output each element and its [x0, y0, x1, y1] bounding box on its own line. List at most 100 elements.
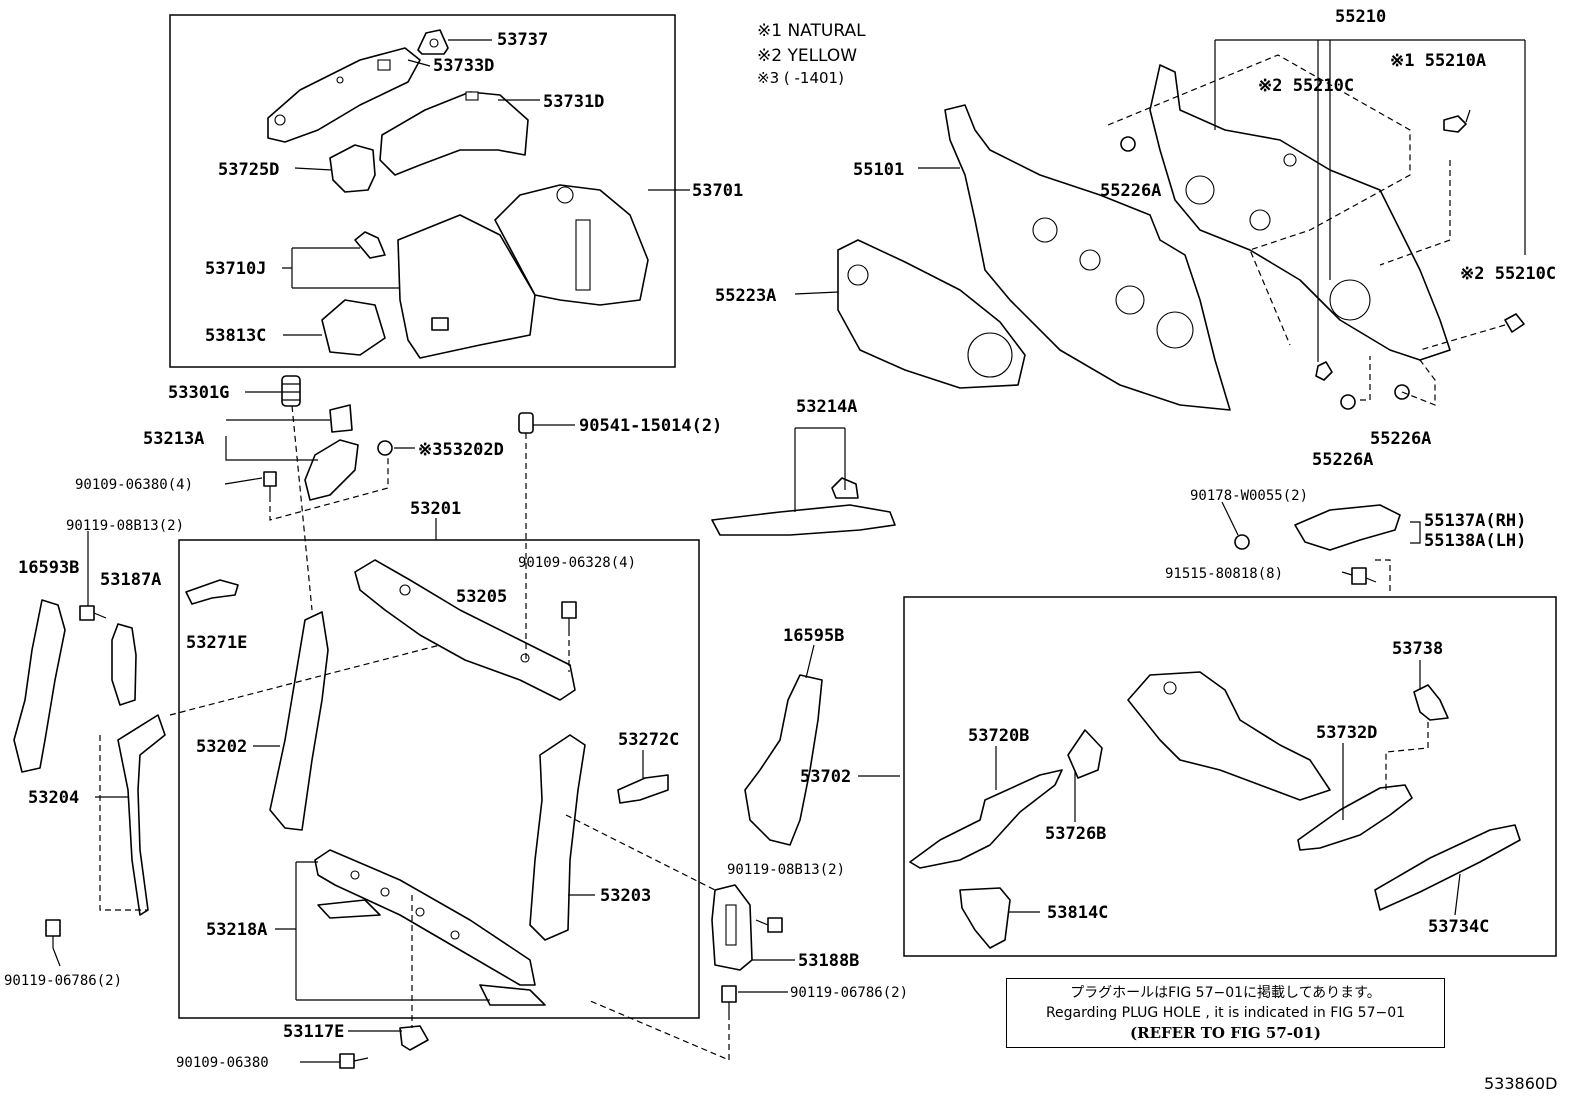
- part-53738: [1413, 684, 1449, 721]
- label-53731D: 53731D: [543, 92, 604, 112]
- part-53202: [269, 611, 329, 831]
- part-55223A: [837, 239, 1026, 389]
- label-55210: 55210: [1335, 7, 1386, 27]
- clip-55226A-bottom: [1340, 394, 1356, 410]
- label-53187A: 53187A: [100, 570, 161, 590]
- label-55226A-top: 55226A: [1100, 181, 1161, 201]
- label-53204: 53204: [28, 788, 79, 808]
- part-53214A: [711, 477, 896, 536]
- label-53734C: 53734C: [1428, 917, 1489, 937]
- part-53725D: [329, 144, 376, 193]
- note-english: Regarding PLUG HOLE , it is indicated in…: [1045, 1005, 1406, 1021]
- part-53732D: [1297, 784, 1413, 851]
- legend-natural: ※1 NATURAL: [757, 21, 866, 41]
- part-53204: [117, 714, 166, 916]
- clip-55210C-top: [1315, 361, 1333, 381]
- label-53272C: 53272C: [618, 730, 679, 750]
- bolt-90119-06786-right: [721, 985, 737, 1014]
- clip-55226A-top: [1120, 136, 1136, 152]
- label-16593B: 16593B: [18, 558, 79, 578]
- label-53203: 53203: [600, 886, 651, 906]
- label-53202D: ※353202D: [418, 440, 504, 460]
- part-53702-assy: [1127, 671, 1331, 801]
- label-55137A: 55137A(RH): [1424, 511, 1526, 531]
- part-53813C: [321, 299, 449, 356]
- part-53301G: [281, 375, 301, 407]
- label-53720B: 53720B: [968, 726, 1029, 746]
- part-53814C: [959, 887, 1011, 949]
- part-53188B: [711, 884, 753, 971]
- note-japanese: プラグホールはFIG 57−01に掲載してあります。: [1070, 985, 1381, 1001]
- label-55138A: 55138A(LH): [1424, 531, 1526, 551]
- part-53737: [417, 29, 449, 55]
- label-90541-15014: 90541-15014(2): [579, 416, 722, 436]
- label-16595B: 16595B: [783, 626, 844, 646]
- label-90119-06786-left: 90119-06786(2): [4, 973, 122, 989]
- group-box-53702: [903, 596, 1557, 957]
- part-53710J: [354, 184, 649, 359]
- label-53813C: 53813C: [205, 326, 266, 346]
- label-55210C-right: ※2 55210C: [1460, 264, 1556, 284]
- label-53733D: 53733D: [433, 56, 494, 76]
- clip-55210C-right: [1504, 313, 1525, 333]
- part-53726B: [1067, 729, 1103, 779]
- note-refer-to-fig[interactable]: (REFER TO FIG 57-01): [1130, 1024, 1321, 1042]
- label-90109-06328: 90109-06328(4): [518, 555, 636, 571]
- part-53187A: [111, 623, 137, 706]
- label-90119-08B13-left: 90119-08B13(2): [66, 518, 184, 534]
- bolt-90109-06380-4: [263, 471, 277, 496]
- label-53814C: 53814C: [1047, 903, 1108, 923]
- part-53731D: [379, 91, 529, 176]
- bolt-91515-80818: [1351, 567, 1377, 585]
- label-53188B: 53188B: [798, 951, 859, 971]
- part-16593B: [13, 599, 66, 773]
- label-53726B: 53726B: [1045, 824, 1106, 844]
- label-53702: 53702: [800, 767, 851, 787]
- label-53202: 53202: [196, 737, 247, 757]
- label-53710J: 53710J: [205, 259, 266, 279]
- label-55226A-bottom: 55226A: [1312, 450, 1373, 470]
- label-53725D: 53725D: [218, 160, 279, 180]
- part-53213A: [304, 404, 359, 501]
- clip-55210A: [1443, 115, 1467, 133]
- label-53738: 53738: [1392, 639, 1443, 659]
- label-55210A: ※1 55210A: [1390, 51, 1486, 71]
- part-53203: [529, 734, 586, 941]
- bolt-90119-08B13-left: [79, 605, 107, 621]
- label-55223A: 55223A: [715, 286, 776, 306]
- bolt-90119-08B13-right: [755, 917, 783, 933]
- label-53271E: 53271E: [186, 633, 247, 653]
- label-90119-06786-right: 90119-06786(2): [790, 985, 908, 1001]
- part-53117E: [399, 1025, 429, 1051]
- part-53733D: [267, 47, 421, 143]
- part-55210: [1149, 64, 1451, 361]
- legend-yellow: ※2 YELLOW: [757, 46, 857, 66]
- part-90541-15014: [518, 412, 534, 434]
- dashed-lines: [99, 54, 1506, 1061]
- part-53205: [354, 559, 576, 701]
- part-53202D: [377, 440, 393, 456]
- label-53213A: 53213A: [143, 429, 204, 449]
- label-90109-06380-4: 90109-06380(4): [75, 477, 193, 493]
- label-90178-W0055: 90178-W0055(2): [1190, 488, 1308, 504]
- label-53214A: 53214A: [796, 397, 857, 417]
- label-90109-06380: 90109-06380: [176, 1055, 269, 1071]
- label-91515-80818: 91515-80818(8): [1165, 566, 1283, 582]
- part-53720B: [909, 769, 1063, 869]
- part-53272C: [617, 774, 669, 804]
- figure-code: 533860D: [1484, 1074, 1558, 1093]
- label-53732D: 53732D: [1316, 723, 1377, 743]
- label-53737: 53737: [497, 30, 548, 50]
- bolt-90109-06328: [561, 601, 577, 630]
- label-53205: 53205: [456, 587, 507, 607]
- label-55101: 55101: [853, 160, 904, 180]
- plug-hole-note: プラグホールはFIG 57−01に掲載してあります。 Regarding PLU…: [1006, 978, 1445, 1048]
- group-box-53701: [169, 14, 676, 368]
- label-53117E: 53117E: [283, 1022, 344, 1042]
- label-90119-08B13-right: 90119-08B13(2): [727, 862, 845, 878]
- part-55101: [944, 104, 1231, 411]
- label-53218A: 53218A: [206, 920, 267, 940]
- part-53218A: [314, 849, 546, 1006]
- legend-range: ※3 ( -1401): [757, 69, 844, 87]
